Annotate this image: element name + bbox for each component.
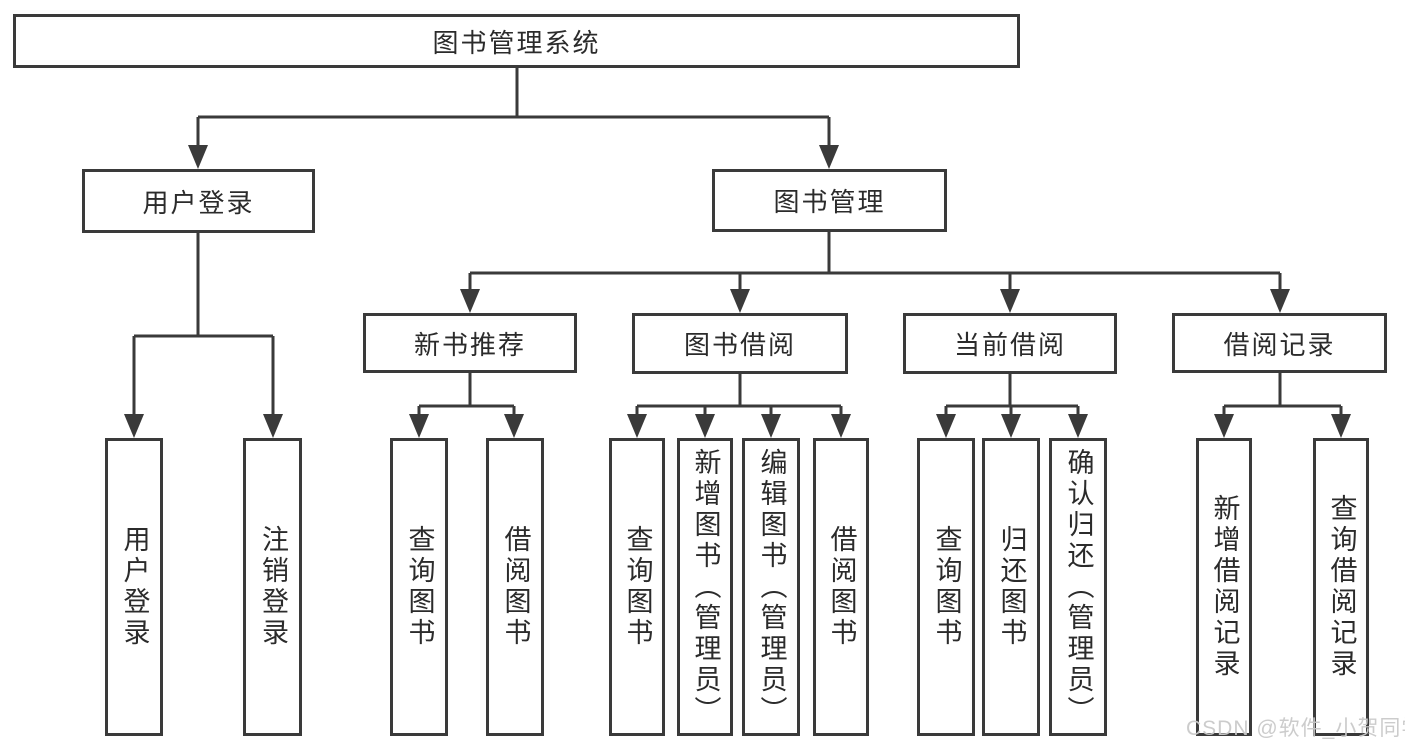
arrowhead-icon xyxy=(1214,414,1234,438)
arrowhead-icon xyxy=(409,414,429,438)
connector-current-to-leaves xyxy=(946,374,1078,408)
node-user-login: 用户登录 xyxy=(82,169,315,233)
arrowhead-icon xyxy=(819,145,839,169)
node-book-management: 图书管理 xyxy=(712,169,947,232)
arrowhead-icon xyxy=(1000,289,1020,313)
connector-records-to-leaves xyxy=(1224,373,1341,408)
connector-newbook-to-leaves xyxy=(419,373,514,408)
connector-bookborrow-to-leaves xyxy=(637,374,841,408)
connector-root-to-level2 xyxy=(198,68,829,119)
connector-trunks xyxy=(134,68,1341,408)
arrowhead-icon xyxy=(1068,414,1088,438)
leaf-borrow-add-books-admin: 新增图书（管理员） xyxy=(677,438,733,736)
arrowhead-icon xyxy=(1270,289,1290,313)
arrowhead-icon xyxy=(831,414,851,438)
leaf-current-return-books: 归还图书 xyxy=(982,438,1040,736)
arrowhead-icon xyxy=(263,414,283,438)
leaf-borrow-borrow-books: 借阅图书 xyxy=(813,438,869,736)
leaf-records-add-record: 新增借阅记录 xyxy=(1196,438,1252,736)
leaf-records-query-record: 查询借阅记录 xyxy=(1313,438,1369,736)
leaf-user-login: 用户登录 xyxy=(105,438,163,736)
leaf-borrow-edit-books-admin: 编辑图书（管理员） xyxy=(742,438,800,736)
connector-arrows xyxy=(124,117,1351,438)
arrowhead-icon xyxy=(936,414,956,438)
leaf-newbook-borrow-books: 借阅图书 xyxy=(486,438,544,736)
arrowhead-icon xyxy=(1001,414,1021,438)
arrowhead-icon xyxy=(124,414,144,438)
arrowhead-icon xyxy=(695,414,715,438)
arrowhead-icon xyxy=(627,414,647,438)
leaf-current-query-books: 查询图书 xyxy=(917,438,975,736)
leaf-newbook-query-books: 查询图书 xyxy=(390,438,448,736)
connector-mgmt-to-level3 xyxy=(470,232,1280,275)
arrowhead-icon xyxy=(761,414,781,438)
node-new-book-recommendation: 新书推荐 xyxy=(363,313,577,373)
arrowhead-icon xyxy=(730,289,750,313)
leaf-logout: 注销登录 xyxy=(243,438,302,736)
arrowhead-icon xyxy=(504,414,524,438)
leaf-current-confirm-return-admin: 确认归还（管理员） xyxy=(1049,438,1107,736)
node-library-management-system: 图书管理系统 xyxy=(13,14,1020,68)
node-current-borrowing: 当前借阅 xyxy=(903,313,1117,374)
arrowhead-icon xyxy=(460,289,480,313)
connector-login-to-leaves xyxy=(134,233,273,338)
arrowhead-icon xyxy=(188,145,208,169)
leaf-borrow-query-books: 查询图书 xyxy=(609,438,665,736)
csdn-watermark: CSDN @软件_小贺同学 xyxy=(1186,717,1405,740)
node-borrowing-records: 借阅记录 xyxy=(1172,313,1387,373)
node-book-borrowing: 图书借阅 xyxy=(632,313,848,374)
arrowhead-icon xyxy=(1331,414,1351,438)
